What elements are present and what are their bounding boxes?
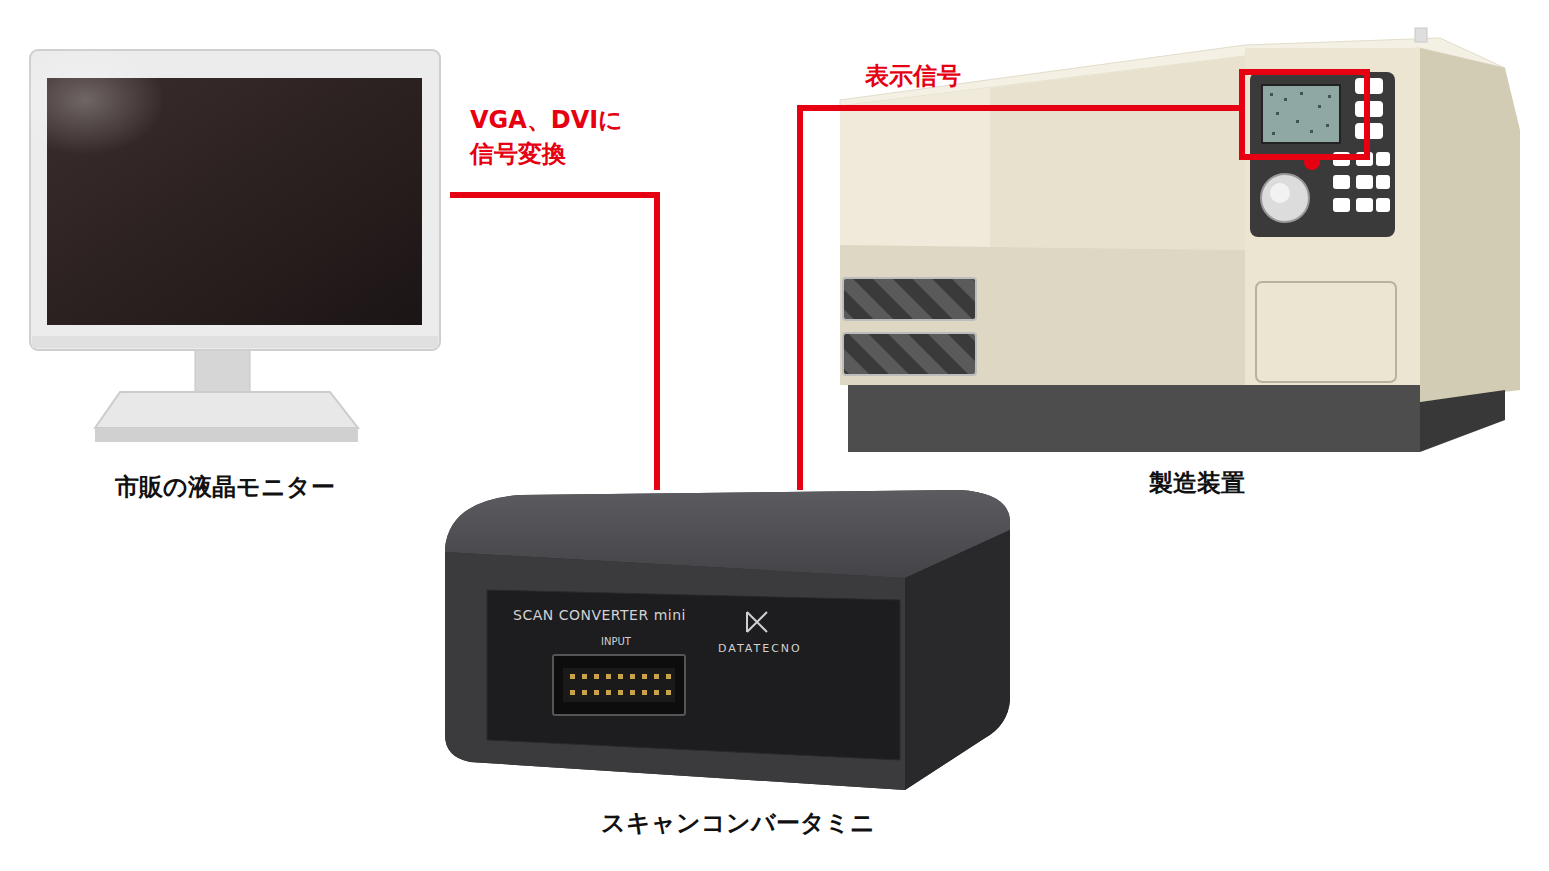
machine-illustration-part	[1420, 390, 1505, 452]
converter-illustration-part	[606, 690, 611, 695]
machine-illustration-part	[1276, 112, 1279, 115]
converter-illustration-part	[630, 674, 635, 679]
converter-illustration-part	[563, 668, 675, 702]
converter-illustration-part	[594, 674, 599, 679]
converter-illustration-part	[642, 690, 647, 695]
machine-illustration-part	[1318, 105, 1321, 108]
text-wrap: INPUT	[601, 636, 631, 649]
brand-name: DATATECNO	[718, 642, 802, 656]
machine-illustration-part	[1270, 183, 1290, 203]
monitor-illustration	[5, 45, 440, 442]
monitor-illustration-part	[32, 336, 438, 348]
converter-illustration-part	[905, 530, 1010, 790]
converter-illustration-part	[570, 674, 671, 695]
device-title: SCAN CONVERTER mini	[513, 607, 686, 625]
converter-illustration-part	[594, 690, 599, 695]
machine-illustration-part	[1300, 92, 1303, 95]
converter-illustration-part	[630, 690, 635, 695]
machine-illustration	[827, 28, 1520, 452]
converter-illustration-part	[582, 690, 587, 695]
converter-illustration-part	[553, 655, 685, 715]
text-wrap: DATATECNO	[718, 642, 802, 656]
machine-illustration-part	[843, 278, 976, 320]
signal-line	[450, 195, 657, 490]
machine-illustration-part	[1296, 120, 1299, 123]
converter-illustration-part	[570, 674, 575, 679]
signal-label: VGA、DVIに 信号変換	[470, 104, 650, 171]
converter-illustration-part	[445, 552, 905, 790]
machine-illustration-part	[1328, 95, 1331, 98]
converter-node: SCAN CONVERTER miniINPUT DATATECNO スキャンコンバ…	[440, 490, 1010, 845]
converter-illustration	[445, 490, 1010, 790]
converter-illustration-part	[606, 674, 611, 679]
machine-illustration-part	[827, 105, 1242, 111]
machine-illustration-part	[1333, 152, 1390, 212]
monitor-illustration-part	[5, 45, 165, 155]
machine-illustration-part	[1356, 198, 1373, 212]
machine-illustration-part	[1376, 175, 1390, 189]
machine-illustration-part	[1256, 282, 1396, 382]
machine-illustration-part	[1326, 124, 1329, 127]
machine-illustration-part	[1242, 72, 1367, 157]
caption: 製造装置	[1149, 468, 1245, 498]
converter-illustration-part	[570, 690, 575, 695]
text-wrap: SCAN CONVERTER mini	[513, 607, 686, 625]
text-wrap: スキャンコンバータミニ	[601, 808, 875, 838]
caption: 市販の液晶モニター	[115, 472, 335, 502]
machine-illustration-part	[1261, 174, 1309, 222]
converter-illustration-part	[582, 674, 587, 679]
machine-illustration-part	[1376, 152, 1390, 166]
machine-illustration-part	[1415, 28, 1427, 42]
converter-illustration-part	[618, 674, 623, 679]
signal-label: 表示信号	[865, 60, 1035, 94]
converter-illustration-part	[445, 490, 1010, 790]
machine-illustration-part	[1262, 85, 1340, 143]
converter-illustration-part	[666, 690, 671, 695]
monitor-illustration-part	[95, 428, 358, 442]
machine-illustration-part	[1420, 48, 1520, 402]
machine-illustration-part	[1270, 92, 1331, 135]
converter-illustration-part	[666, 674, 671, 679]
machine-illustration-part	[1245, 48, 1420, 402]
text-wrap: 市販の液晶モニター	[115, 472, 335, 502]
machine-illustration-part	[843, 333, 976, 375]
machine-illustration-part	[1310, 130, 1313, 133]
machine-illustration-part	[848, 385, 1420, 452]
label-wrap: 表示信号	[865, 60, 1035, 94]
caption: スキャンコンバータミニ	[601, 808, 875, 838]
text-wrap: 製造装置	[1149, 468, 1245, 498]
converter-illustration-part	[747, 612, 767, 632]
converter-illustration-part	[654, 690, 659, 695]
monitor-illustration-part	[195, 345, 250, 395]
machine-illustration-part	[1270, 93, 1273, 96]
port-label: INPUT	[601, 636, 631, 649]
machine-illustration-part	[840, 245, 1245, 395]
converter-illustration-part	[654, 674, 659, 679]
machine-illustration-part	[1284, 98, 1287, 101]
signal-line	[800, 108, 830, 490]
machine-node: 製造装置	[830, 30, 1540, 500]
converter-illustration-part	[487, 590, 900, 760]
machine-illustration-part	[1376, 198, 1390, 212]
machine-illustration-part	[990, 56, 1245, 250]
converter-illustration-part	[618, 690, 623, 695]
monitor-illustration-part	[95, 392, 358, 428]
converter-illustration-part	[642, 674, 647, 679]
machine-illustration-part	[1333, 198, 1350, 212]
monitor-node: 市販の液晶モニター	[30, 45, 450, 505]
machine-illustration-part	[1356, 175, 1373, 189]
label-wrap: VGA、DVIに 信号変換	[470, 104, 650, 171]
machine-illustration-part	[1272, 132, 1275, 135]
machine-illustration-part	[1333, 175, 1350, 189]
